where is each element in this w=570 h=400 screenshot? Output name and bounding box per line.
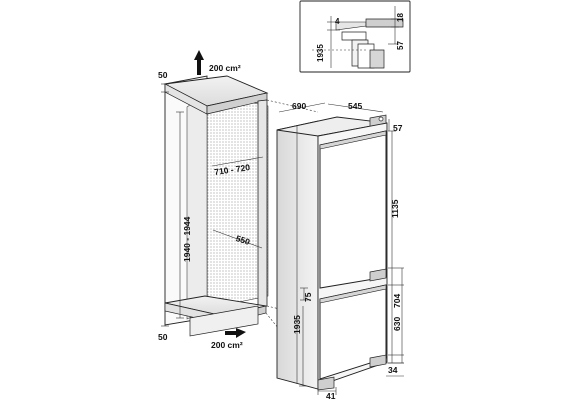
vent-bottom-arrow	[225, 328, 246, 338]
niche-right-panel	[257, 99, 268, 310]
fridge-side	[276, 120, 319, 390]
niche-height-label: 1940 - 1944	[182, 216, 192, 262]
unit-width-dim-line	[327, 103, 384, 113]
detail-18-label: 18	[396, 13, 405, 22]
door-gap-label: 75	[303, 292, 313, 302]
niche-width-label: 550	[235, 233, 252, 247]
lower-door-label: 630	[392, 317, 402, 331]
detail-inset	[299, 0, 411, 73]
plinth-height-label: 34	[388, 365, 398, 375]
unit-depth-label: 690	[292, 101, 306, 111]
fridge-unit	[276, 114, 388, 391]
plinth-depth-label: 41	[326, 391, 336, 400]
vent-top-label: 200 cm²	[209, 63, 241, 73]
top-offset-label: 57	[393, 123, 403, 133]
upper-door-label: 1135	[390, 199, 400, 218]
detail-57-label: 57	[396, 41, 405, 50]
lower-door-total-label: 704	[392, 294, 402, 308]
vent-top-arrow	[194, 50, 204, 75]
vent-bottom-label: 200 cm²	[211, 340, 243, 350]
detail-1935-label: 1935	[316, 44, 325, 62]
niche-depth-dim-line	[211, 156, 264, 167]
upper-door	[319, 130, 387, 289]
top-gap-label: 50	[158, 70, 168, 80]
niche-depth-label: 710 - 720	[214, 162, 251, 177]
unit-depth-dim-line	[278, 102, 326, 113]
niche-cabinet	[163, 75, 269, 337]
detail-4-label: 4	[335, 17, 340, 26]
unit-width-label: 545	[348, 101, 362, 111]
bottom-gap-label: 50	[158, 332, 168, 342]
unit-height-label: 1935	[292, 315, 302, 334]
niche-width-dim-line	[212, 229, 263, 249]
